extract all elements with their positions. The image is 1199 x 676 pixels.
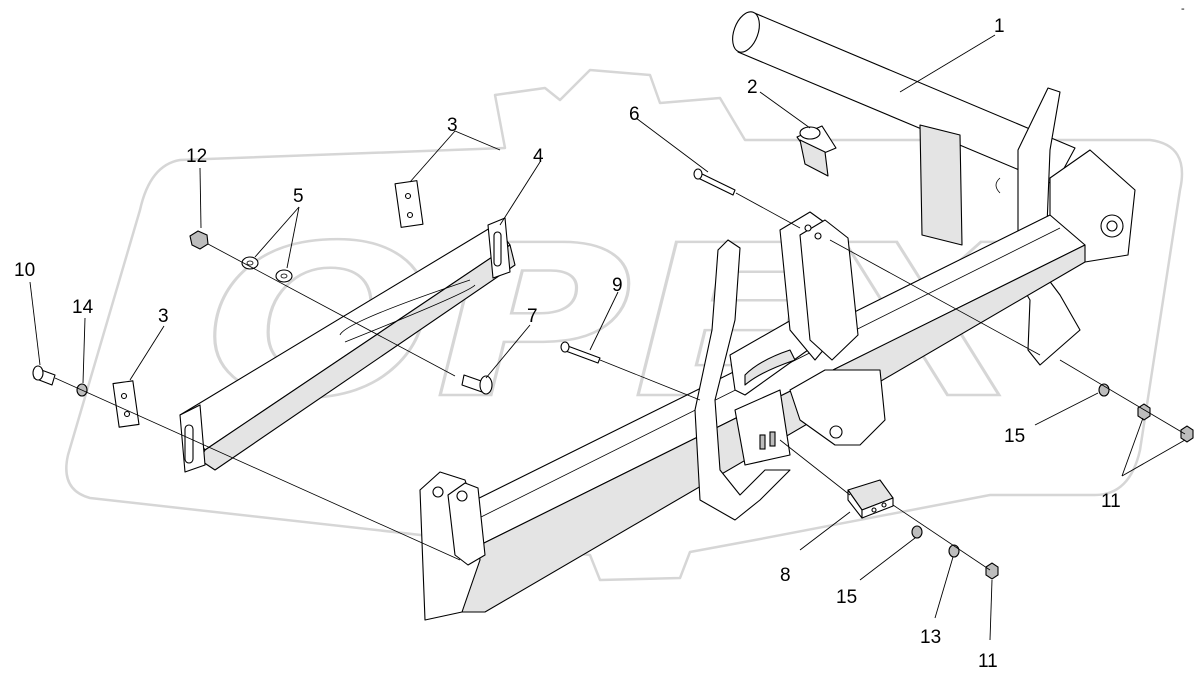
assembly-axis-lines — [54, 192, 1186, 571]
part-slotted-bar — [179, 217, 516, 473]
callout-15-right: 15 — [1004, 426, 1025, 447]
callout-6: 6 — [629, 104, 640, 125]
callout-12: 12 — [186, 146, 207, 167]
callout-11-right: 11 — [1101, 491, 1121, 512]
corner-mark: - — [1181, 3, 1185, 15]
callout-14: 14 — [72, 297, 94, 318]
callout-1: 1 — [994, 16, 1005, 37]
callout-2: 2 — [747, 77, 758, 98]
callout-9: 9 — [612, 275, 623, 296]
part-front-bracket — [419, 471, 486, 621]
part-center-mount — [694, 211, 886, 521]
callout-5: 5 — [293, 186, 304, 207]
callout-8: 8 — [780, 565, 791, 586]
callout-15-bottom: 15 — [836, 587, 857, 608]
callout-13: 13 — [920, 627, 941, 648]
callout-10: 10 — [14, 260, 35, 281]
part-small-components — [32, 125, 1194, 580]
callout-3-upper: 3 — [447, 115, 458, 136]
part-tube-assembly — [732, 11, 1136, 366]
callout-3-lower: 3 — [158, 306, 169, 327]
callout-4: 4 — [533, 146, 544, 167]
callout-11-bottom: 11 — [978, 651, 998, 672]
leader-lines — [29, 34, 1186, 641]
callout-7: 7 — [527, 306, 538, 327]
callout-labels: 1 2 3 3 4 5 6 7 8 9 10 11 11 12 13 14 15… — [14, 16, 1121, 672]
